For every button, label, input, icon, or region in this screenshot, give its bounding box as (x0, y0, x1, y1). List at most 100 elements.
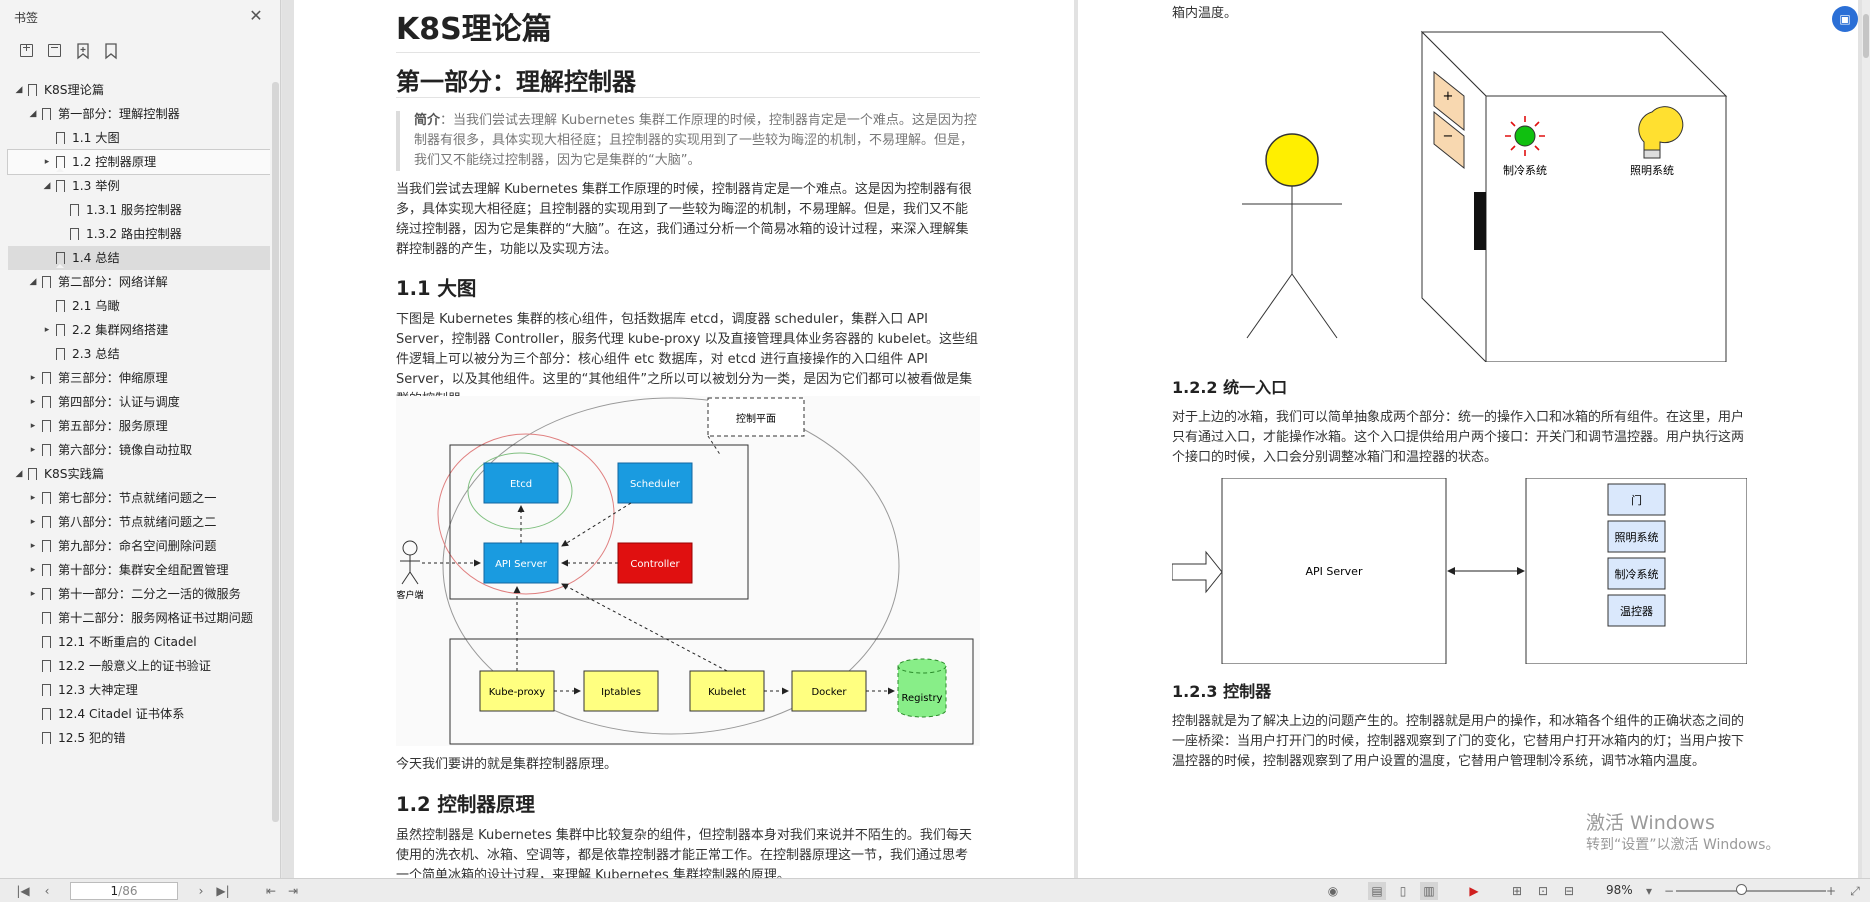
bookmark-icon[interactable] (100, 40, 122, 62)
bookmark-item[interactable]: 2.3 总结 (8, 342, 270, 366)
bookmark-icon (28, 468, 37, 484)
bookmark-item[interactable]: ▸ 第三部分：伸缩原理 (8, 366, 270, 390)
expanded-arrow-icon[interactable]: ◢ (29, 277, 37, 287)
component-box (1607, 594, 1666, 627)
bookmark-item[interactable]: 1.1 大图 (8, 126, 270, 150)
bookmark-item[interactable]: 1.4 总结 (8, 246, 270, 270)
bookmark-item[interactable]: 12.5 犯的错 (8, 726, 270, 750)
zoom-dropdown-icon[interactable]: ▾ (1645, 884, 1653, 898)
bookmark-item[interactable]: ◢ 第二部分：网络详解 (8, 270, 270, 294)
bookmark-icon (42, 612, 51, 628)
bookmark-item[interactable]: ▸第十部分：集群安全组配置管理 (8, 558, 270, 582)
collapsed-arrow-icon[interactable]: ▸ (44, 157, 50, 167)
collapsed-arrow-icon[interactable]: ▸ (30, 541, 36, 551)
unified-entry-diagram: API Server 门照明系统制冷系统温控器 (1172, 478, 1747, 664)
collapse-all-icon[interactable] (44, 40, 66, 62)
bookmark-item[interactable]: 第十二部分：服务网格证书过期问题 (8, 606, 270, 630)
collapsed-arrow-icon[interactable]: ▸ (30, 397, 36, 407)
prev-page-icon[interactable]: ‹ (44, 884, 50, 898)
bookmark-icon (70, 204, 79, 220)
section-1-2-2-title: 1.2.2 统一入口 (1172, 378, 1288, 397)
api-server-box (1221, 478, 1447, 664)
collapsed-arrow-icon[interactable]: ▸ (30, 421, 36, 431)
collapsed-arrow-icon[interactable]: ▸ (30, 445, 36, 455)
total-pages: /86 (118, 884, 138, 898)
page-number-input[interactable]: 1/86 (70, 882, 178, 900)
sidebar-scrollbar[interactable] (272, 82, 279, 822)
continuous-view-icon[interactable]: ▯ (1399, 884, 1407, 898)
bookmark-icon (42, 540, 51, 556)
next-page-icon[interactable]: › (198, 884, 204, 898)
expand-all-icon[interactable] (16, 40, 38, 62)
bookmark-label: K8S实践篇 (44, 467, 105, 481)
collapsed-arrow-icon[interactable]: ▸ (30, 565, 36, 575)
bookmark-label: 第二部分：网络详解 (58, 275, 168, 289)
floating-tool-button[interactable]: ▣ (1832, 6, 1858, 32)
bookmark-item[interactable]: ▸第四部分：认证与调度 (8, 390, 270, 414)
zoom-slider[interactable] (1676, 890, 1826, 892)
zoom-out-icon[interactable]: − (1663, 884, 1675, 898)
two-page-view-icon[interactable]: ▥ (1420, 882, 1438, 900)
bookmark-item[interactable]: ▸第六部分：镜像自动拉取 (8, 438, 270, 462)
document-scrollbar[interactable] (1862, 0, 1870, 878)
fit-width-icon[interactable]: ⊡ (1537, 884, 1549, 898)
diagram-caption: 今天我们要讲的就是集群控制器原理。 (396, 757, 618, 772)
first-page-icon[interactable]: |◀ (16, 884, 30, 898)
fullscreen-icon[interactable]: ⤢ (1850, 884, 1860, 898)
bookmark-icon (42, 372, 51, 388)
bookmark-label: 12.3 大神定理 (58, 683, 138, 697)
collapsed-arrow-icon[interactable]: ▸ (30, 373, 36, 383)
bookmark-label: 第三部分：伸缩原理 (58, 371, 168, 385)
section-1-2-2-text: 对于上边的冰箱，我们可以简单抽象成两个部分：统一的操作入口和冰箱的所有组件。在这… (1172, 410, 1745, 465)
actual-size-icon[interactable]: ⊟ (1563, 884, 1575, 898)
bookmark-item[interactable]: 1.3.1 服务控制器 (8, 198, 270, 222)
kube-proxy-node (479, 670, 555, 712)
collapsed-arrow-icon[interactable]: ▸ (30, 589, 36, 599)
bookmark-item[interactable]: 12.3 大神定理 (8, 678, 270, 702)
bookmark-item[interactable]: ▸ 2.2 集群网络搭建 (8, 318, 270, 342)
bookmark-item[interactable]: 12.4 Citadel 证书体系 (8, 702, 270, 726)
bookmark-item[interactable]: ◢1.3 举例 (8, 174, 270, 198)
zoom-in-icon[interactable]: + (1825, 884, 1837, 898)
bookmark-item[interactable]: ▸第八部分：节点就绪问题之二 (8, 510, 270, 534)
collapsed-arrow-icon[interactable]: ▸ (44, 325, 50, 335)
scheduler-node (617, 462, 693, 504)
fit-page-icon[interactable]: ⊞ (1511, 884, 1523, 898)
bookmark-item[interactable]: ▸第十一部分：二分之一活的微服务 (8, 582, 270, 606)
fridge-svg: + − 制冷系统 照明系统 (1242, 30, 1728, 362)
zoom-level[interactable]: 98% (1606, 883, 1633, 897)
bookmark-item[interactable]: ▸第五部分：服务原理 (8, 414, 270, 438)
bookmark-item[interactable]: ◢ K8S实践篇 (8, 462, 270, 486)
play-icon[interactable]: ▶ (1469, 884, 1479, 898)
zoom-slider-knob[interactable] (1736, 884, 1747, 895)
expanded-arrow-icon[interactable]: ◢ (43, 181, 51, 191)
bookmark-item[interactable]: 12.2 一般意义上的证书验证 (8, 654, 270, 678)
expanded-arrow-icon[interactable]: ◢ (15, 85, 23, 95)
collapsed-arrow-icon[interactable]: ▸ (30, 493, 36, 503)
eye-protection-icon[interactable]: ◉ (1327, 884, 1339, 898)
bookmark-item[interactable]: ◢K8S理论篇 (8, 78, 270, 102)
bookmark-item[interactable]: ◢第一部分：理解控制器 (8, 102, 270, 126)
bookmark-item[interactable]: 2.1 乌瞰 (8, 294, 270, 318)
bookmark-item[interactable]: ▸第七部分：节点就绪问题之一 (8, 486, 270, 510)
back-icon[interactable]: ⇤ (265, 884, 277, 898)
close-icon[interactable]: ✕ (249, 6, 263, 25)
single-page-view-icon[interactable]: ▤ (1368, 882, 1386, 900)
forward-icon[interactable]: ⇥ (287, 884, 299, 898)
bookmark-item[interactable]: 12.1 不断重启的 Citadel (8, 630, 270, 654)
last-page-icon[interactable]: ▶| (216, 884, 230, 898)
expanded-arrow-icon[interactable]: ◢ (15, 469, 23, 479)
bookmark-label: 2.2 集群网络搭建 (72, 323, 169, 337)
collapsed-arrow-icon[interactable]: ▸ (30, 517, 36, 527)
bookmark-icon (42, 492, 51, 508)
bookmark-item[interactable]: 1.3.2 路由控制器 (8, 222, 270, 246)
expanded-arrow-icon[interactable]: ◢ (29, 109, 37, 119)
controller-label: Controller (630, 559, 680, 570)
bookmark-label: 12.1 不断重启的 Citadel (58, 635, 197, 649)
bookmark-icon (42, 636, 51, 652)
bookmark-item[interactable]: ▸1.2 控制器原理 (7, 149, 270, 175)
add-bookmark-icon[interactable] (72, 40, 94, 62)
bookmark-item[interactable]: ▸第九部分：命名空间删除问题 (8, 534, 270, 558)
